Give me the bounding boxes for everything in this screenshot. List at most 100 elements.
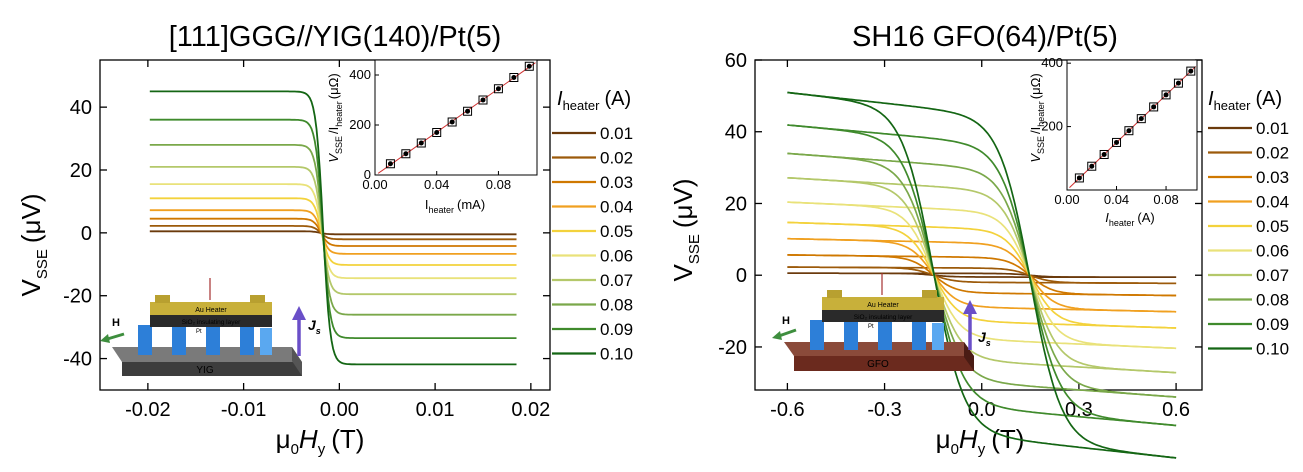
inset-point-center: [1188, 68, 1194, 74]
series-line-0.03: [787, 254, 1177, 297]
legend-item-label: 0.06: [1256, 242, 1289, 261]
inset-x-tick-label: 0.04: [1104, 192, 1129, 207]
legend-item-label: 0.06: [600, 247, 633, 266]
substrate-front: [122, 362, 302, 376]
y-tick-label: -20: [718, 337, 747, 359]
y-axis-label: VSSE(μV): [16, 194, 51, 297]
inset-point: [1087, 161, 1097, 171]
inset-point-center: [465, 108, 471, 114]
y-tick-label: -40: [63, 349, 92, 371]
series-line-return-0.06: [787, 201, 1177, 350]
inset-point-center: [1101, 151, 1107, 157]
device-schematic: GFO SiO₂ insulating layer Pt Au Heater H…: [772, 273, 991, 371]
inset-point: [1149, 102, 1159, 112]
series-line-0.02: [787, 266, 1177, 285]
inset-x-tick-label: 0.08: [1153, 192, 1178, 207]
inset-point-center: [1076, 175, 1082, 181]
legend-item-label: 0.04: [600, 198, 633, 217]
legend-item-label: 0.08: [600, 296, 633, 315]
inset-point-center: [1163, 92, 1169, 98]
inset-y-tick-label: 400: [349, 67, 371, 82]
x-tick-label: -0.3: [867, 399, 901, 421]
legend-item-label: 0.10: [600, 345, 633, 364]
x-tick-label: -0.02: [125, 399, 171, 421]
y-tick-label: 20: [70, 160, 92, 182]
inset-x-tick-label: 0.00: [362, 177, 387, 192]
inset-point: [1099, 149, 1109, 159]
legend-item-label: 0.09: [600, 320, 633, 339]
inset-point: [447, 117, 457, 127]
pt-bar: [878, 320, 892, 350]
series-group: [787, 91, 1177, 459]
series-line-0.04: [149, 209, 517, 255]
inset-point-center: [511, 75, 517, 80]
plot-frame: [754, 59, 1203, 391]
insulator-label: SiO₂ insulating layer: [182, 319, 241, 326]
pt-bar: [172, 325, 186, 355]
inset-point: [463, 106, 473, 116]
x-tick-label: 0.00: [320, 399, 359, 421]
y-tick-label: -20: [63, 286, 92, 308]
x-axis-label: μ0Hy(T): [936, 424, 1025, 458]
x-tick-label: -0.6: [770, 399, 804, 421]
svg-text:VSSE(μV): VSSE(μV): [16, 194, 51, 297]
inset-point-center: [1126, 128, 1132, 134]
heater-label: Au Heater: [195, 307, 227, 314]
series-line-return-0.10: [787, 91, 1177, 459]
legend-item-label: 0.04: [1256, 193, 1289, 212]
legend-item-label: 0.02: [1256, 144, 1289, 163]
heater-label: Au Heater: [867, 302, 899, 309]
series-line-0.09: [149, 118, 517, 340]
pt-label: Pt: [868, 324, 874, 330]
x-tick-label: 0.6: [1162, 399, 1190, 421]
x-tick-label: 0.02: [511, 399, 550, 421]
series-line-0.02: [149, 224, 517, 241]
legend-right: Iheater(A) 0.010.020.030.040.050.060.070…: [1208, 88, 1289, 359]
legend-item-label: 0.08: [1256, 291, 1289, 310]
svg-text:VSSE/Iheater(μΩ): VSSE/Iheater(μΩ): [326, 73, 344, 162]
plot-frame: [99, 59, 551, 391]
series-line-0.10: [149, 90, 517, 366]
legend-item-label: 0.01: [600, 124, 633, 143]
inset-point: [478, 95, 488, 105]
inset-point: [1136, 114, 1146, 124]
series-line-return-0.04: [787, 237, 1177, 313]
spin-current-arrow-icon: [963, 300, 977, 314]
spin-current-arrow-icon: [292, 306, 306, 320]
inset-point-center: [403, 151, 409, 157]
substrate-label: GFO: [867, 359, 889, 370]
inset-point-center: [526, 63, 532, 69]
inset-point-center: [387, 161, 393, 167]
inset-point-center: [495, 86, 501, 92]
inset-point: [509, 73, 519, 82]
heater-layer: [822, 297, 944, 310]
field-label: H: [782, 315, 790, 327]
legend-title: Iheater(A): [1208, 88, 1282, 113]
inset-point-center: [418, 140, 424, 146]
inset-point-center: [480, 97, 486, 103]
inset-y-label: VSSE/Iheater(μΩ): [1028, 73, 1046, 162]
legend-item-label: 0.05: [600, 222, 633, 241]
insulator-label: SiO₂ insulating layer: [854, 314, 913, 321]
pt-bar: [206, 325, 220, 355]
x-tick-label: -0.01: [221, 399, 267, 421]
inset-x-label: Iheater(mA): [425, 197, 485, 215]
legend-item-label: 0.03: [1256, 168, 1289, 187]
legend-item-label: 0.09: [1256, 315, 1289, 334]
inset-point: [493, 84, 503, 94]
series-line-0.03: [149, 217, 517, 247]
device-schematic: YIG SiO₂ insulating layer Pt Au Heater H: [100, 278, 321, 376]
x-tick-label: 0.0: [968, 399, 996, 421]
chart-title: SH16 GFO(64)/Pt(5): [852, 21, 1118, 53]
inset-point: [524, 61, 534, 71]
inset-point-center: [434, 130, 440, 135]
spin-current-label: Js: [308, 317, 321, 336]
inset-y-tick-label: 200: [349, 117, 371, 132]
field-label: H: [112, 317, 120, 329]
pt-bar: [844, 320, 858, 350]
panel-right: SH16 GFO(64)/Pt(5) VSSE(μV) μ0Hy(T) -0.6…: [668, 21, 1203, 459]
inset-point-center: [1175, 80, 1181, 86]
legend-item-label: 0.01: [1256, 119, 1289, 138]
inset-point-center: [1114, 139, 1120, 145]
inset-point: [432, 128, 442, 137]
